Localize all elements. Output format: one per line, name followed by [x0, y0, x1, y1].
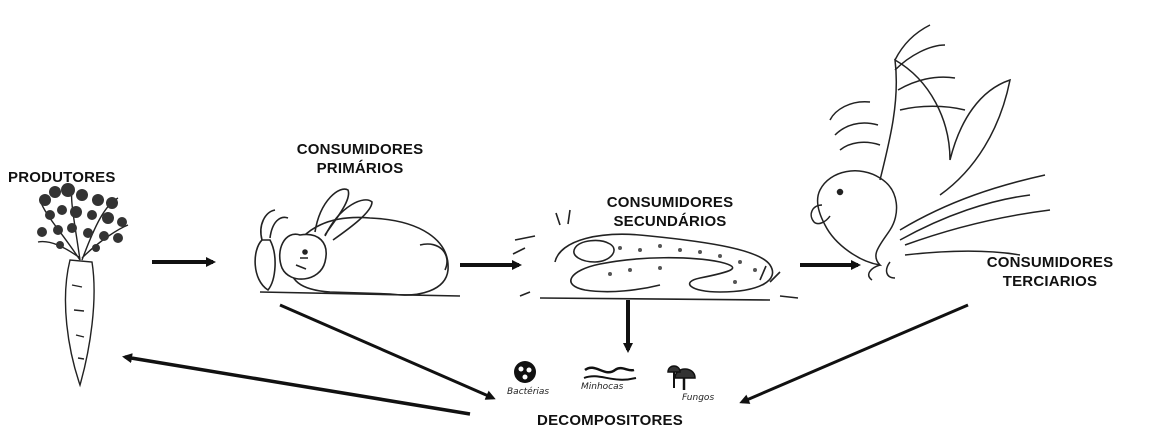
node-produtores-label: PRODUTORES — [8, 168, 178, 187]
node-primarios-label: CONSUMIDORES PRIMÁRIOS — [240, 140, 480, 178]
carrot-illustration — [37, 183, 128, 385]
mushroom-icon — [668, 366, 695, 390]
secundarios-line2: SECUNDÁRIOS — [550, 212, 790, 231]
node-terciarios-label: CONSUMIDORES TERCIARIOS — [955, 253, 1145, 291]
primarios-line2: PRIMÁRIOS — [240, 159, 480, 178]
terciarios-line2: TERCIARIOS — [955, 272, 1145, 291]
bacteria-icon — [514, 361, 536, 383]
edge-primarios-decompositores — [280, 305, 493, 398]
node-decompositores-label: DECOMPOSITORES — [480, 411, 740, 430]
eagle-illustration — [811, 25, 1050, 280]
secundarios-line1: CONSUMIDORES — [550, 193, 790, 212]
rabbit-illustration — [255, 189, 460, 296]
worm-icon — [584, 368, 636, 380]
decompositores-text: DECOMPOSITORES — [480, 411, 740, 430]
decomposer-label-minhocas: Minhocas — [581, 382, 623, 392]
decomposer-label-bacterias: Bactérias — [507, 387, 549, 397]
produtores-text: PRODUTORES — [8, 168, 178, 187]
edge-terciarios-decompositores — [742, 305, 968, 402]
node-secundarios-label: CONSUMIDORES SECUNDÁRIOS — [550, 193, 790, 231]
decomposer-label-fungos: Fungos — [682, 393, 714, 403]
terciarios-line1: CONSUMIDORES — [955, 253, 1145, 272]
primarios-line1: CONSUMIDORES — [240, 140, 480, 159]
